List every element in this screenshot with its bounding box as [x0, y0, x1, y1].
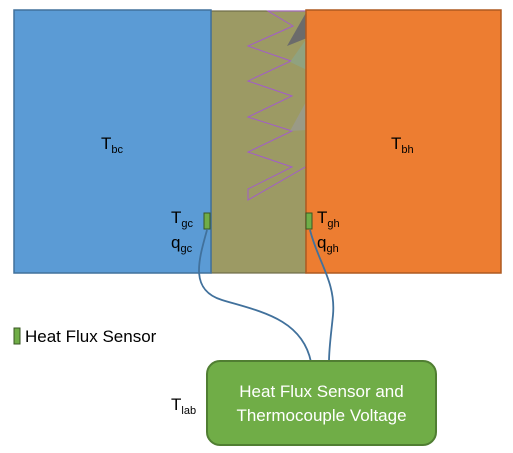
sawtooth-region — [246, 10, 308, 201]
t-bc-label: Tbc — [101, 134, 124, 156]
sawtooth-tint-1 — [290, 38, 307, 70]
sawtooth-shade — [287, 11, 307, 46]
t-gh-label: Tgh — [317, 208, 340, 230]
t-lab-label: Tlab — [171, 395, 196, 417]
cold-block — [13, 9, 212, 274]
t-bh-label: Tbh — [391, 134, 414, 156]
hot-block — [305, 9, 502, 274]
readout-line-1: Heat Flux Sensor and — [239, 382, 403, 401]
heat-flux-sensor-icon — [13, 327, 21, 345]
legend-label: Heat Flux Sensor — [25, 327, 157, 346]
hot-heat-flux-sensor — [305, 212, 313, 230]
readout-line-2: Thermocouple Voltage — [236, 406, 406, 425]
q-gc-label: qgc — [171, 233, 193, 255]
hot-sensor-wire — [309, 229, 335, 363]
cold-sensor-wire — [198, 229, 312, 363]
q-gh-label: qgh — [317, 233, 339, 255]
t-gc-label: Tgc — [171, 208, 194, 230]
sawtooth-tint-2 — [290, 100, 307, 131]
cold-heat-flux-sensor — [203, 212, 211, 230]
readout-box — [206, 360, 437, 446]
